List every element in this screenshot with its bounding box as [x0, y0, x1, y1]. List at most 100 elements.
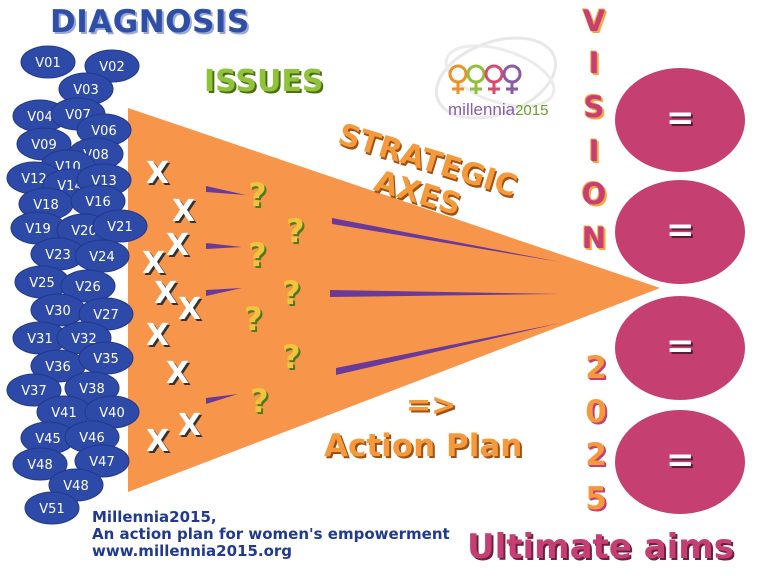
strategic-axes-lines [206, 186, 560, 404]
axis-question-mark: ? [248, 236, 267, 274]
variable-label: V45 [35, 432, 60, 447]
variable-label: V51 [39, 502, 64, 517]
diagnosis-title: DIAGNOSIS [50, 4, 250, 40]
variable-label: V18 [33, 198, 58, 213]
axis-line-3 [336, 323, 560, 375]
axis-question-mark: ? [248, 176, 267, 214]
issue-mark: X [142, 246, 166, 281]
variable-ellipse [74, 444, 130, 478]
variable-label: V40 [99, 406, 124, 421]
axis-question-mark: ? [282, 274, 301, 312]
variable-label: V27 [93, 308, 118, 323]
variable-label: V32 [71, 332, 96, 347]
aim-equals-2: = [666, 210, 695, 250]
vision-letter-6: N [581, 221, 607, 255]
venus-symbol-2 [466, 64, 486, 84]
variable-label: V48 [63, 479, 88, 494]
variable-label: V02 [99, 60, 124, 75]
variable-label: V19 [25, 222, 50, 237]
aim-ellipse-1 [615, 68, 745, 172]
year-digit-2: 0 [585, 394, 607, 430]
issue-mark: X [146, 156, 170, 191]
issues-funnel [128, 108, 660, 492]
variable-label: V41 [51, 406, 76, 421]
issue-mark: X [166, 228, 190, 263]
variable-label: V25 [29, 276, 54, 291]
variable-ellipse [20, 45, 76, 79]
issue-mark: X [178, 292, 202, 327]
variable-label: V36 [45, 360, 70, 375]
variable-label: V20 [71, 224, 96, 239]
variable-ellipse [12, 447, 68, 481]
variable-ellipse [24, 491, 80, 525]
issue-mark: X [154, 276, 178, 311]
issue-line-3 [206, 288, 242, 296]
variable-label: V38 [79, 382, 104, 397]
issue-mark: X [172, 194, 196, 229]
aim-equals-3: = [666, 326, 695, 366]
variable-label: V04 [27, 110, 52, 125]
footer-line-2: An action plan for women's empowerment [92, 525, 450, 543]
axis-question-mark: ? [282, 338, 301, 376]
variable-label: V09 [31, 138, 56, 153]
variable-label: V35 [93, 352, 118, 367]
variable-label: V26 [75, 280, 100, 295]
issue-mark: X [146, 318, 170, 353]
issue-line-2 [206, 243, 242, 249]
vision-letter-2: I [588, 46, 600, 80]
issue-mark: X [166, 356, 190, 391]
variable-label: V31 [27, 332, 52, 347]
logo-word: millennia [448, 100, 516, 119]
variable-label: V03 [73, 83, 98, 98]
aim-equals-4: = [666, 440, 695, 480]
arrow-label: => [406, 388, 457, 423]
aim-ellipse-4 [615, 410, 745, 514]
year-digit-1: 2 [585, 350, 607, 386]
year-digit-3: 2 [585, 437, 607, 473]
year-digit-4: 5 [585, 481, 607, 517]
variable-label: V24 [89, 250, 114, 265]
issue-line-1 [206, 186, 246, 195]
variable-label: V47 [89, 455, 114, 470]
millennia-logo-text: millennia2015 [448, 100, 548, 120]
variable-ellipse [92, 209, 148, 243]
variable-label: V23 [45, 248, 70, 263]
venus-symbol-4 [502, 64, 522, 84]
variable-label: V21 [107, 220, 132, 235]
variable-label: V12 [21, 172, 46, 187]
vision-letter-1: V [582, 4, 606, 38]
footer-credits: Millennia2015, An action plan for women'… [92, 509, 450, 560]
ultimate-aims-ellipses [615, 68, 745, 514]
variable-label: V14 [57, 179, 82, 194]
variable-ellipse [6, 373, 62, 407]
logo-year: 2015 [515, 102, 549, 119]
aim-ellipse-2 [615, 180, 745, 284]
axis-question-mark: ? [250, 382, 269, 420]
axis-line-2 [330, 290, 560, 297]
footer-line-1: Millennia2015, [92, 508, 217, 526]
variable-label: V06 [91, 124, 116, 139]
variable-label: V46 [79, 431, 104, 446]
axis-question-mark: ? [244, 300, 263, 338]
variable-label: V37 [21, 384, 46, 399]
issue-mark: X [178, 408, 202, 443]
aim-ellipse-3 [615, 296, 745, 400]
millennia-logo-graphic [434, 36, 558, 120]
issue-line-4 [206, 394, 238, 404]
variable-label: V16 [85, 195, 110, 210]
venus-symbol-3 [484, 64, 504, 84]
vision-letter-5: O [581, 177, 607, 211]
issue-mark: X [146, 424, 170, 459]
axis-question-mark: ? [286, 212, 305, 250]
axis-line-1 [332, 218, 560, 262]
variable-label: V30 [45, 304, 70, 319]
ultimate-aims-label: Ultimate aims [467, 527, 734, 567]
variable-ellipse [84, 49, 140, 83]
aim-equals-1: = [666, 98, 695, 138]
issues-title: ISSUES [204, 64, 324, 99]
vision-letter-3: S [583, 90, 605, 124]
footer-line-3[interactable]: www.millennia2015.org [92, 542, 293, 560]
vision-letter-4: I [588, 134, 600, 168]
